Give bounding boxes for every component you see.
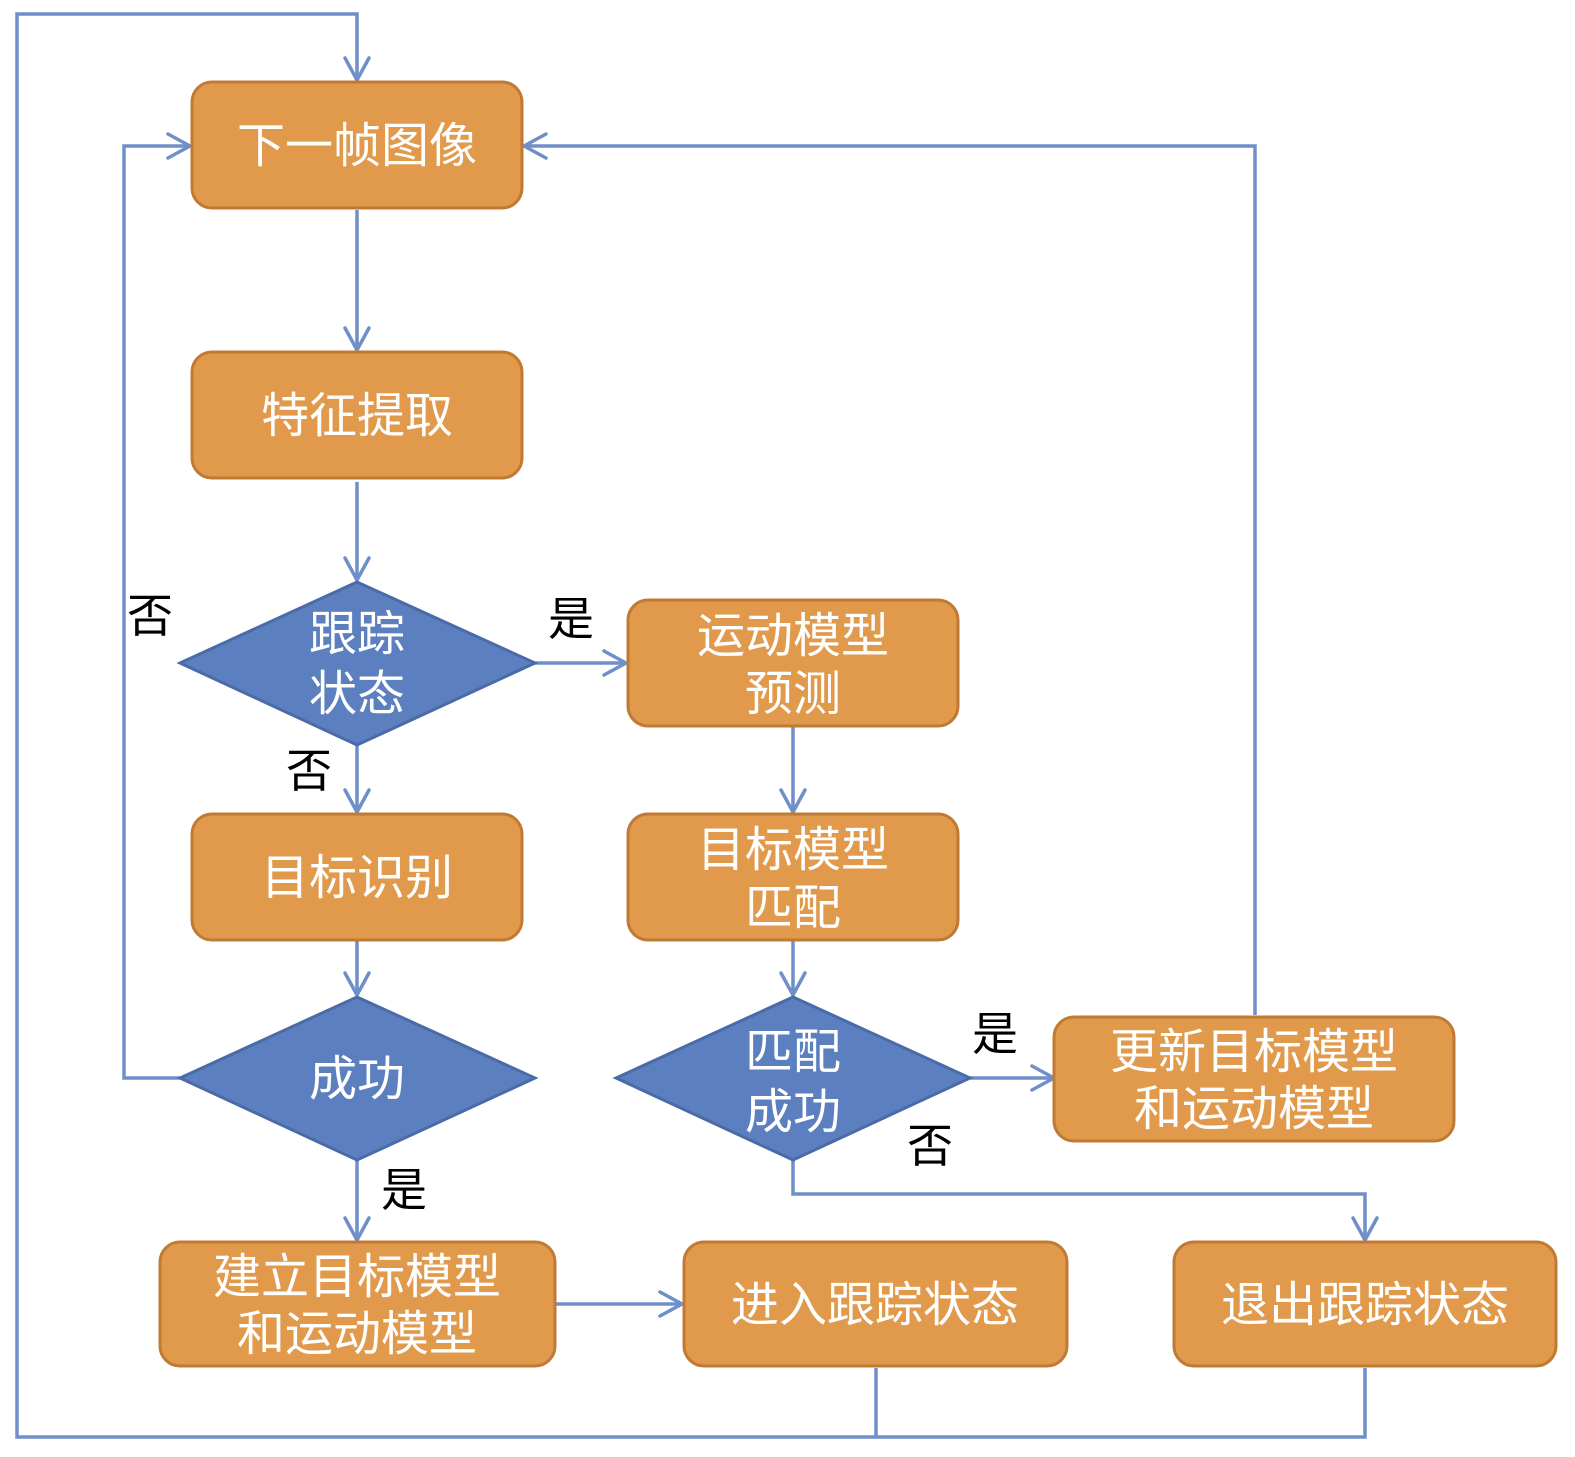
tracking-state-line1: 跟踪	[309, 606, 405, 662]
motion-predict-line1: 运动模型	[697, 608, 889, 664]
node-update-models: 更新目标模型 和运动模型	[1052, 1015, 1456, 1143]
arrowhead-feature	[343, 326, 371, 352]
motion-predict-line2: 预测	[745, 666, 841, 722]
arrowhead-next-frame-left	[166, 132, 192, 160]
arrowhead-model-match	[779, 788, 807, 814]
arrowhead-match-success	[779, 971, 807, 997]
node-next-frame: 下一帧图像	[190, 80, 524, 210]
label-success-no: 否	[127, 589, 173, 643]
label-success-yes: 是	[381, 1163, 427, 1217]
match-success-line2: 成功	[745, 1084, 841, 1140]
build-models-line2: 和运动模型	[237, 1306, 477, 1362]
update-models-line1: 更新目标模型	[1110, 1024, 1398, 1080]
arrowhead-exit	[1351, 1216, 1379, 1242]
edge-update-to-next	[524, 144, 1257, 1015]
success-label: 成功	[309, 1051, 405, 1107]
arrowhead-motion-predict	[602, 649, 628, 677]
arrowhead-into-next-frame-top	[343, 56, 371, 82]
arrowhead-enter	[658, 1290, 684, 1318]
node-motion-predict: 运动模型 预测	[626, 598, 960, 728]
build-models-line1: 建立目标模型	[213, 1249, 501, 1305]
enter-tracking-label: 进入跟踪状态	[731, 1277, 1019, 1333]
arrowhead-build	[343, 1216, 371, 1242]
edge-match-no	[791, 1160, 1367, 1240]
node-tracking-state: 跟踪 状态	[176, 580, 539, 747]
exit-tracking-label: 退出跟踪状态	[1221, 1277, 1509, 1333]
edge-success-no	[122, 144, 190, 1080]
match-success-line1: 匹配	[745, 1024, 841, 1080]
label-tracking-no: 否	[286, 744, 332, 798]
next-frame-label: 下一帧图像	[237, 118, 477, 174]
update-models-line2: 和运动模型	[1134, 1081, 1374, 1137]
edge-outer-loop	[15, 12, 878, 1439]
target-recognition-label: 目标识别	[261, 850, 453, 906]
tracking-state-line2: 状态	[309, 666, 405, 722]
arrowhead-success	[343, 971, 371, 997]
node-success: 成功	[176, 995, 539, 1162]
edges	[15, 12, 1379, 1439]
node-exit-tracking: 退出跟踪状态	[1172, 1240, 1558, 1368]
label-match-no: 否	[907, 1119, 953, 1173]
feature-extraction-label: 特征提取	[261, 388, 453, 444]
arrowhead-next-frame-right	[522, 132, 548, 160]
node-match-success: 匹配 成功	[612, 995, 974, 1162]
label-match-yes: 是	[972, 1007, 1018, 1061]
model-match-line1: 目标模型	[697, 822, 889, 878]
node-build-models: 建立目标模型 和运动模型	[158, 1240, 557, 1368]
node-target-recognition: 目标识别	[190, 812, 524, 942]
edge-labels: 是 否 否 是 是 否	[127, 589, 1018, 1217]
arrowhead-recognition	[343, 788, 371, 814]
node-feature-extraction: 特征提取	[190, 350, 524, 480]
node-enter-tracking: 进入跟踪状态	[682, 1240, 1069, 1368]
edge-exit-to-loop	[876, 1368, 1367, 1439]
arrowhead-tracking	[343, 556, 371, 582]
model-match-line2: 匹配	[745, 880, 841, 936]
node-model-match: 目标模型 匹配	[626, 812, 960, 942]
label-tracking-yes: 是	[548, 592, 594, 646]
